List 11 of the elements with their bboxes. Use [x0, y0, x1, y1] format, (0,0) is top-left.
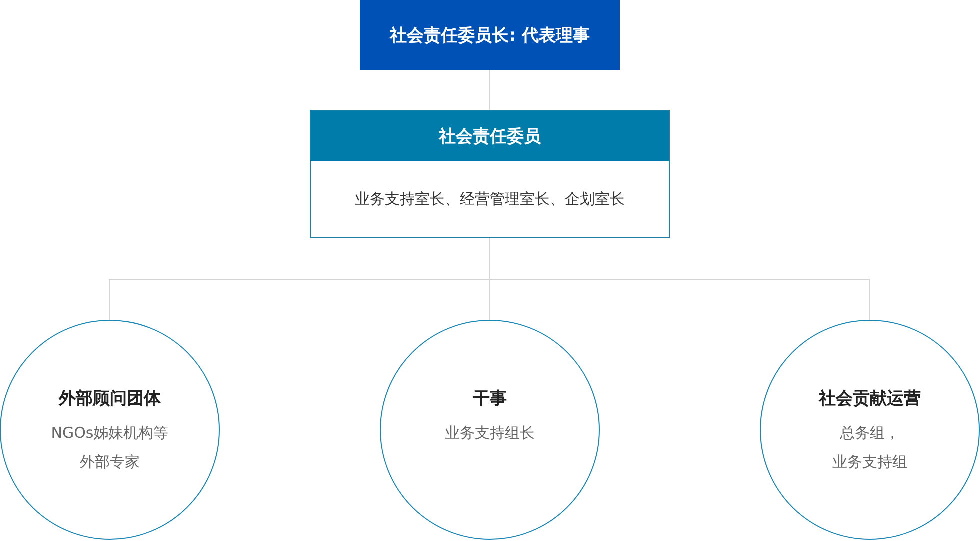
group-members: NGOs姊妹机构等外部专家: [50, 423, 170, 473]
group-members: 总务组，业务支持组: [832, 423, 908, 473]
group-title: 社会贡献运营: [819, 388, 921, 411]
member-list: 业务支持室长、经营管理室长、企划室长: [355, 190, 625, 208]
committee-box: [310, 110, 670, 238]
group-title: 干事: [473, 388, 507, 411]
chair-box: 社会责任委员长: 代表理事: [360, 0, 620, 70]
title-bar: 社会责任委员: [311, 111, 669, 161]
group-title: 外部顾问团体: [59, 388, 161, 411]
group-members: 业务支持组长: [445, 423, 535, 444]
connector-line: [489, 70, 490, 110]
